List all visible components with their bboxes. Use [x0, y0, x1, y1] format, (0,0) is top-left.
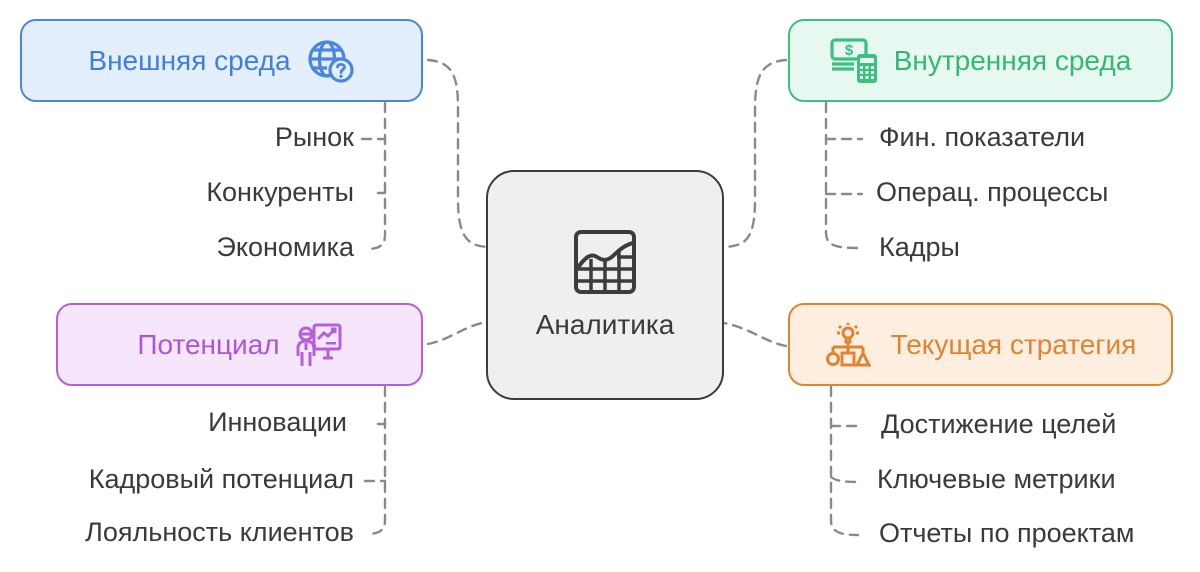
presenter-chart-icon [294, 322, 342, 368]
leaf-item: Кадровый потенциал [88, 464, 354, 494]
leaf-item: Отчеты по проектам [879, 518, 1135, 548]
branch-node-internal[interactable]: $ Внутренняя среда [788, 19, 1173, 102]
branch-node-strategy[interactable]: Текущая стратегия [788, 303, 1173, 386]
leaf-item: Инновации [208, 407, 347, 437]
branch-label-strategy: Текущая стратегия [890, 328, 1137, 360]
connector-potential-trunk [368, 385, 387, 536]
connector-center-external [426, 58, 490, 249]
leaf-item: Фин. показатели [879, 122, 1086, 152]
connector-internal-trunk [824, 101, 860, 250]
center-label: Аналитика [535, 309, 675, 340]
branch-node-potential[interactable]: Потенциал [56, 303, 423, 386]
connector-center-strategy [722, 321, 788, 348]
branch-node-external[interactable]: Внешняя среда [20, 19, 423, 102]
center-node-analytics[interactable]: Аналитика [486, 170, 724, 400]
connector-center-internal [722, 58, 788, 249]
connector-external-trunk [368, 101, 387, 251]
branch-label-external: Внешняя среда [88, 44, 291, 76]
leaf-item: Лояльность клиентов [85, 517, 354, 547]
leaf-item: Экономика [216, 232, 354, 262]
branch-label-potential: Потенциал [137, 328, 280, 360]
leaf-item: Рынок [274, 122, 354, 152]
connector-strategy-metrics [829, 475, 860, 484]
leaf-item: Ключевые метрики [877, 464, 1116, 494]
globe-question-icon [307, 39, 355, 83]
connector-strategy-trunk [829, 385, 860, 537]
money-calculator-icon: $ [830, 37, 880, 85]
branch-label-internal: Внутренняя среда [893, 44, 1132, 76]
leaf-item: Достижение целей [881, 409, 1117, 439]
area-chart-grid-icon [573, 229, 637, 295]
leaf-item: Конкуренты [206, 177, 354, 207]
leaf-item: Операц. процессы [876, 177, 1109, 207]
svg-text:$: $ [845, 42, 854, 59]
idea-shapes-icon [825, 322, 871, 368]
connector-center-potential [426, 320, 490, 346]
leaf-item: Кадры [879, 232, 960, 262]
